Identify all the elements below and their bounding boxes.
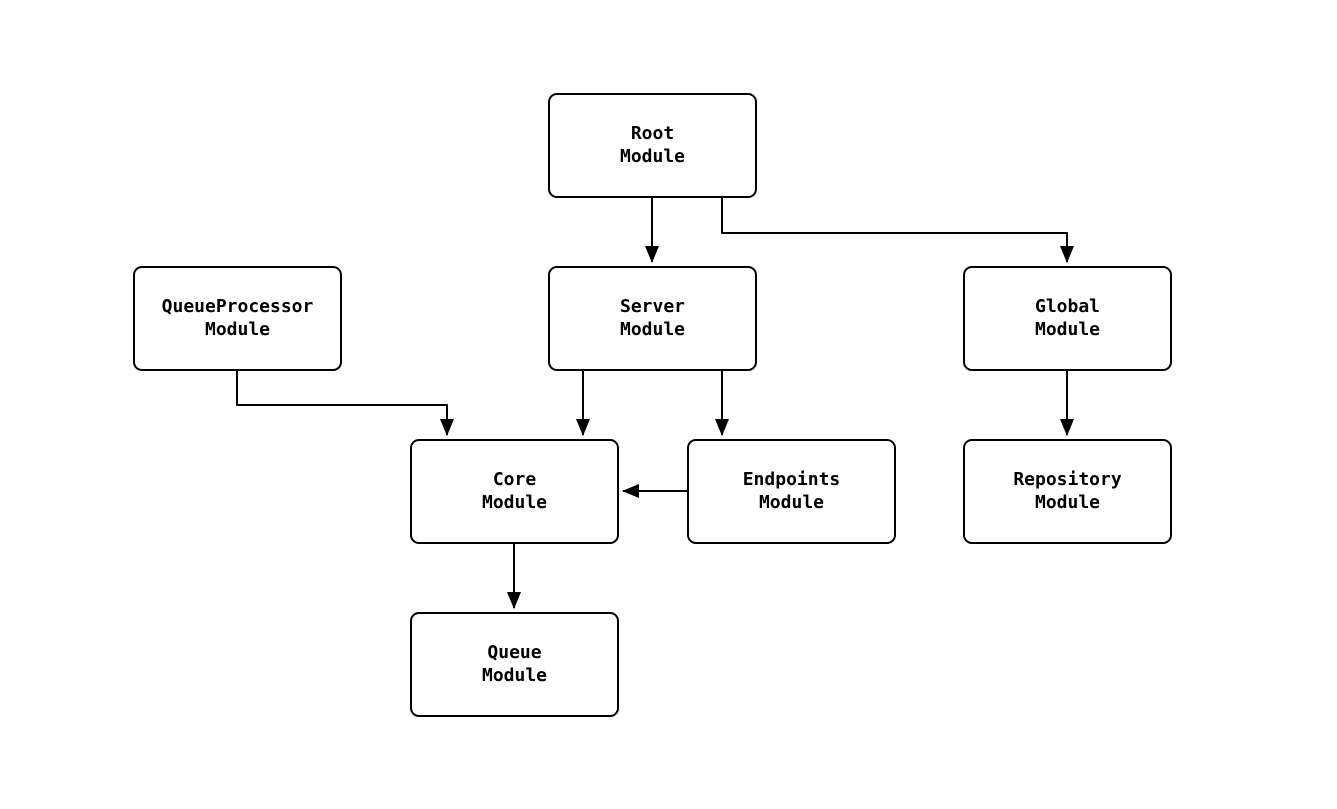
edge-root-to-global bbox=[721, 198, 1074, 263]
node-queue-module-label: Queue Module bbox=[481, 642, 548, 686]
node-endpoints-module: Endpoints Module bbox=[687, 439, 896, 544]
node-server-module: Server Module bbox=[548, 266, 757, 371]
node-repository-module: Repository Module bbox=[963, 439, 1172, 544]
node-server-module-label: Server Module bbox=[619, 296, 686, 340]
node-endpoints-module-label: Endpoints Module bbox=[742, 469, 841, 513]
node-global-module: Global Module bbox=[963, 266, 1172, 371]
node-repository-module-label: Repository Module bbox=[1013, 469, 1122, 513]
node-root-module-label: Root Module bbox=[619, 123, 686, 167]
edge-queueprocessor-to-core bbox=[236, 371, 454, 436]
node-queueprocessor-module: QueueProcessor Module bbox=[133, 266, 342, 371]
node-root-module: Root Module bbox=[548, 93, 757, 198]
node-queueprocessor-module-label: QueueProcessor Module bbox=[161, 296, 314, 340]
node-queue-module: Queue Module bbox=[410, 612, 619, 717]
node-core-module-label: Core Module bbox=[481, 469, 548, 513]
node-core-module: Core Module bbox=[410, 439, 619, 544]
node-global-module-label: Global Module bbox=[1034, 296, 1101, 340]
